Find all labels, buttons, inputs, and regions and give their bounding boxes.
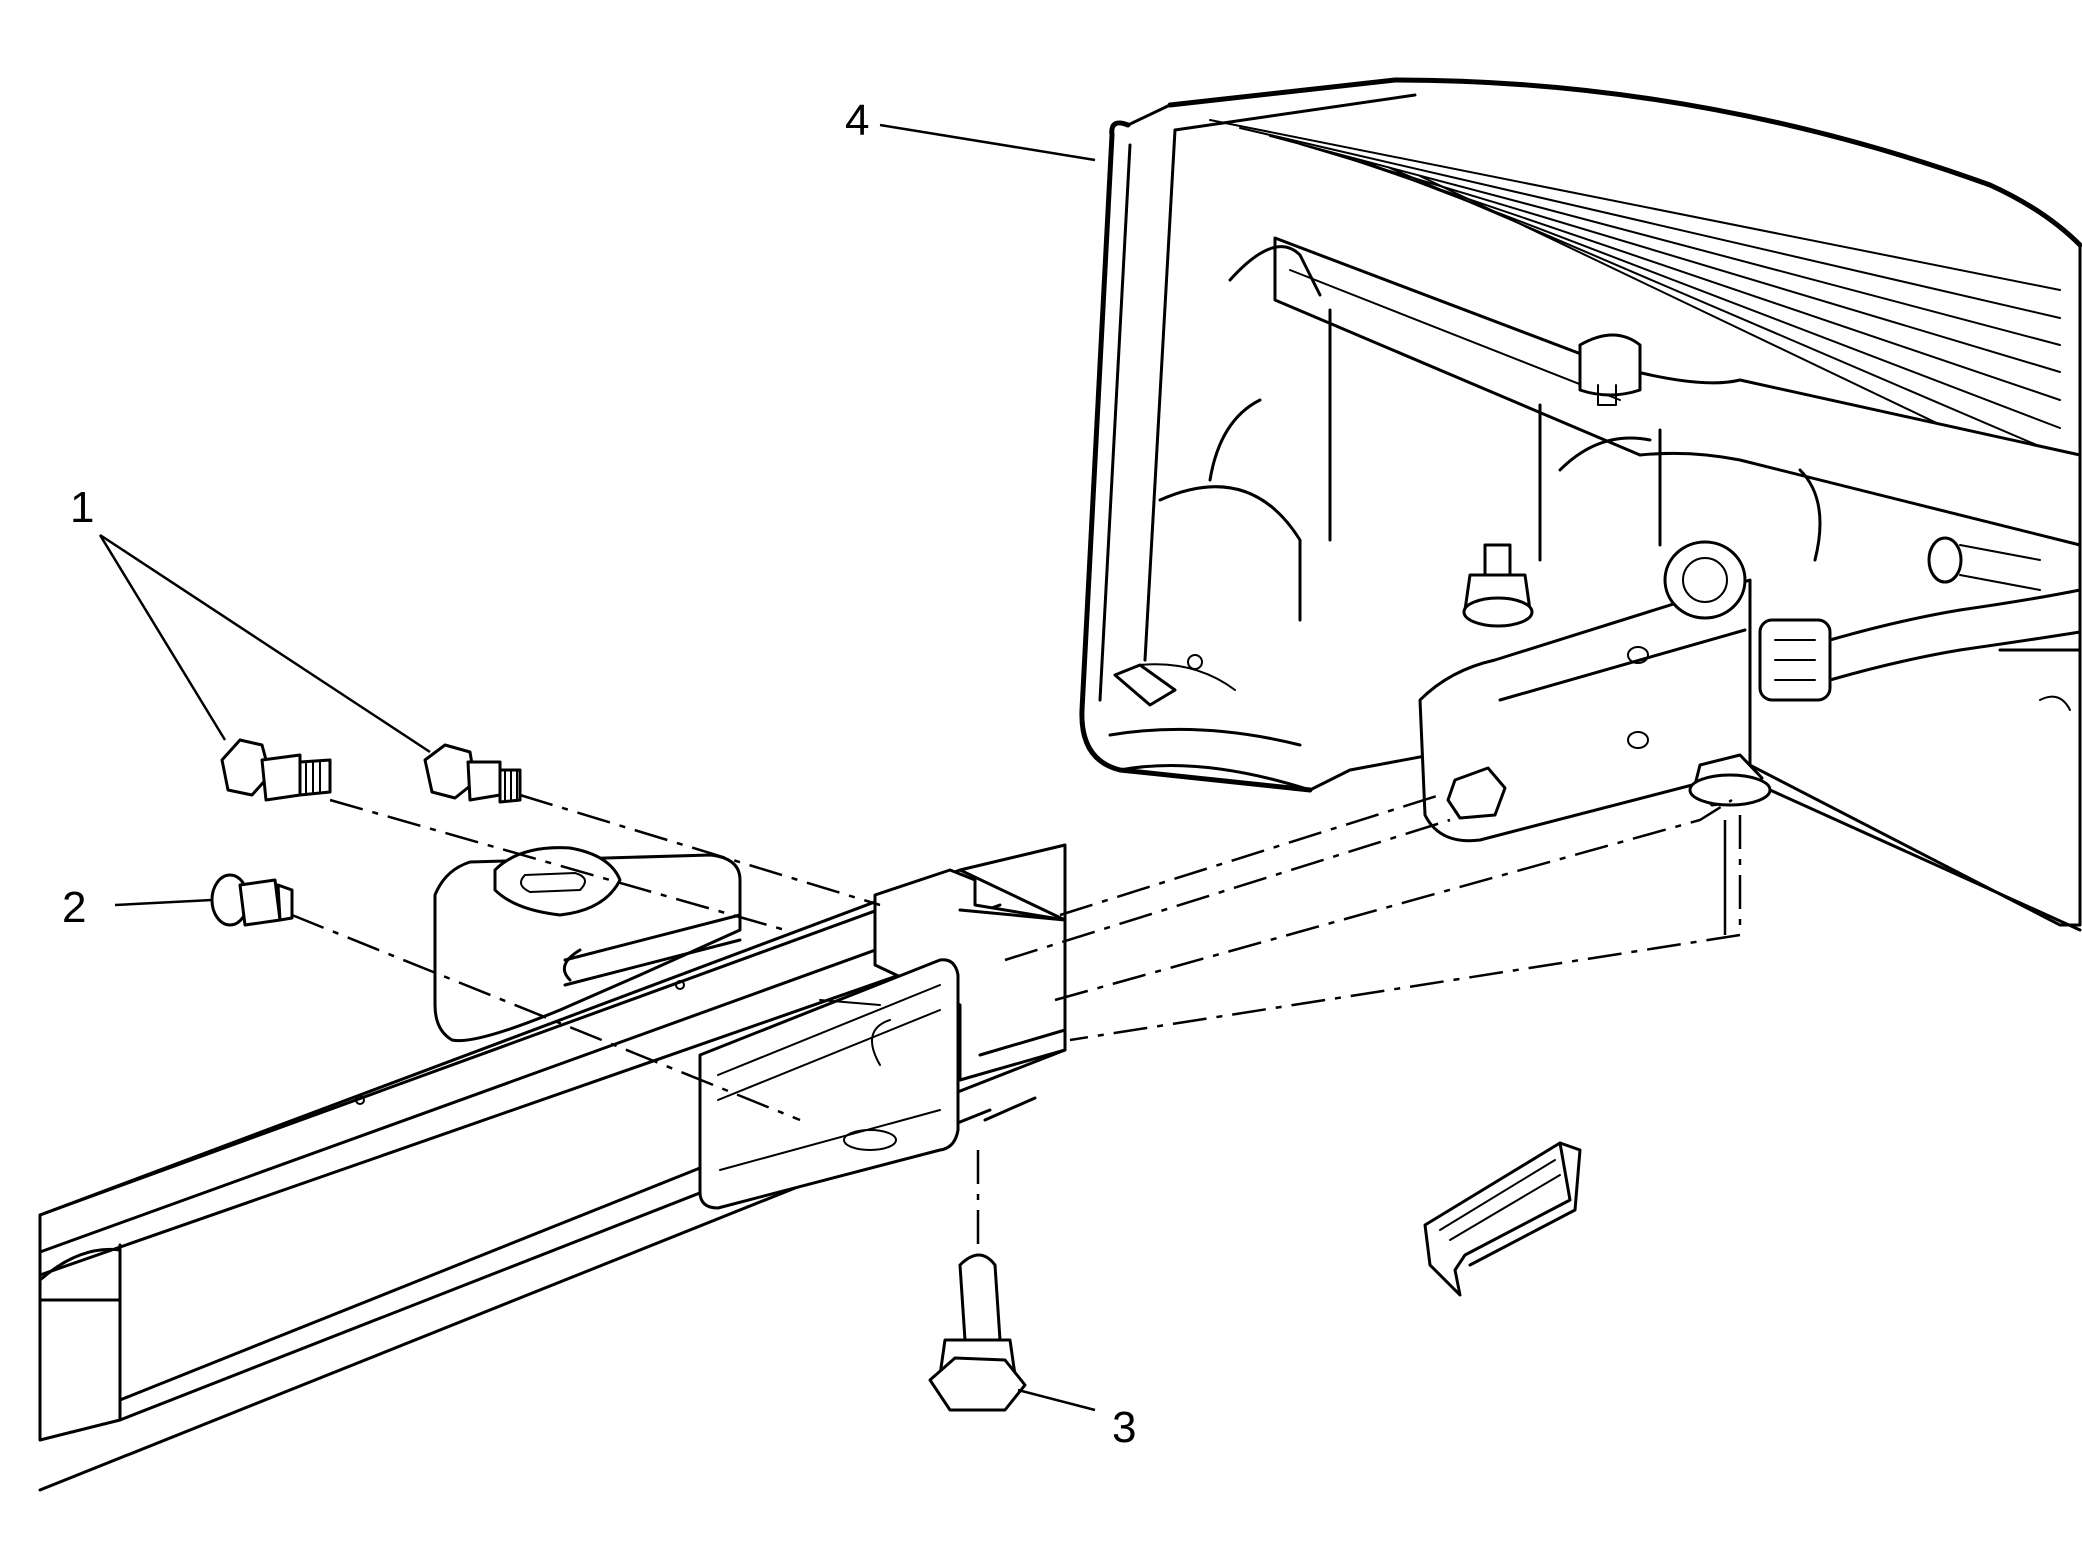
direction-arrow-icon: [1423, 1141, 1582, 1297]
bolt-1b: [423, 743, 522, 804]
callout-label-4: 4: [845, 96, 869, 145]
callout-label-2: 2: [62, 883, 86, 932]
callout-label-3: 3: [1112, 1403, 1136, 1452]
frame-bracket: [698, 868, 1067, 1210]
alignment-lines: [291, 793, 1742, 1255]
bolt-2: [210, 873, 294, 927]
bolt-3: [928, 1253, 1027, 1412]
bumper-fascia: [1079, 77, 2082, 932]
bolt-1a: [220, 738, 332, 802]
callout-label-1: 1: [70, 483, 94, 532]
leader-lines: [98, 123, 1727, 1412]
tow-hook: [433, 846, 742, 1043]
